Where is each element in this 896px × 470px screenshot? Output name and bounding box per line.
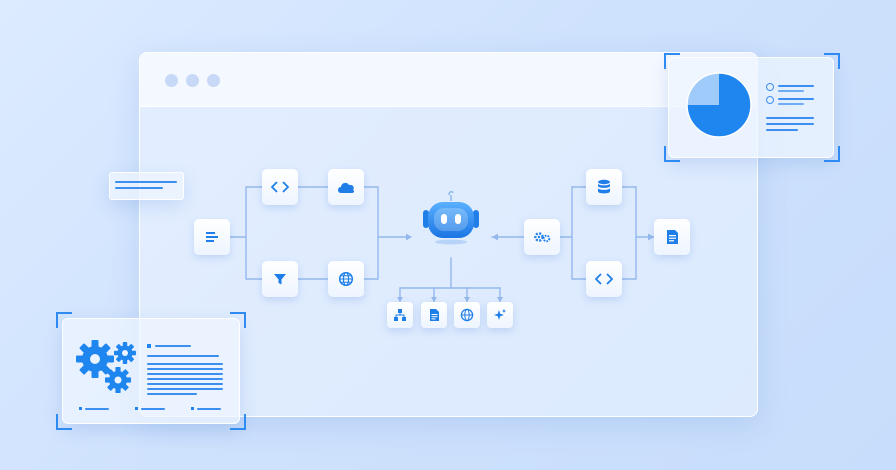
legend-line (778, 90, 804, 92)
globe-output-node[interactable] (454, 302, 480, 328)
text-snippet-card (109, 172, 184, 200)
frame-corner (824, 53, 840, 69)
pie-outline (686, 72, 752, 138)
robot-icon (423, 190, 479, 245)
text-line (115, 187, 163, 189)
globe-icon (338, 271, 354, 287)
filter-icon (274, 274, 286, 285)
sparkle-node[interactable] (487, 302, 513, 328)
frame-corner (824, 146, 840, 162)
text-line (147, 355, 219, 357)
frame-corner (230, 414, 246, 430)
document-icon (666, 230, 678, 244)
frame-corner (664, 53, 680, 69)
code-node-left[interactable] (262, 169, 298, 205)
text-line (147, 393, 197, 395)
legend-marker (766, 96, 774, 104)
gears-icon (76, 340, 136, 393)
legend-line (778, 98, 814, 100)
document-output-node[interactable] (421, 302, 447, 328)
robot-assistant[interactable] (419, 190, 483, 256)
frame-corner (56, 312, 72, 328)
text-line (147, 373, 223, 375)
frame-corner (230, 312, 246, 328)
bullet (191, 407, 194, 410)
bullet (135, 407, 138, 410)
bullet (147, 344, 151, 348)
frame-corner (56, 414, 72, 430)
text-line (147, 383, 223, 385)
code-icon (595, 273, 613, 285)
pie-chart-card (668, 57, 834, 158)
gears-icon (534, 232, 551, 243)
sitemap-node[interactable] (387, 302, 413, 328)
pie-chart (686, 72, 752, 138)
frame-corner (664, 146, 680, 162)
sitemap-icon (394, 309, 406, 321)
database-node[interactable] (586, 169, 622, 205)
window-titlebar (140, 53, 757, 107)
legend-line (778, 85, 814, 87)
text-line (85, 408, 109, 410)
pie-slice-main (687, 73, 751, 137)
code-node-right[interactable] (586, 261, 622, 297)
text-line (147, 378, 223, 380)
code-icon (271, 181, 289, 193)
cloud-icon (338, 182, 355, 193)
window-dot (207, 74, 220, 87)
globe-icon (460, 308, 474, 322)
window-dot (186, 74, 199, 87)
text-line (766, 129, 798, 131)
window-dot (165, 74, 178, 87)
document-icon (429, 309, 439, 321)
gears-node[interactable] (524, 219, 560, 255)
bullet (79, 407, 82, 410)
globe-node-left[interactable] (328, 261, 364, 297)
legend-line (778, 103, 804, 105)
filter-node[interactable] (262, 261, 298, 297)
text-line (147, 368, 223, 370)
text-line (766, 117, 814, 119)
legend-marker (766, 83, 774, 91)
text-lines-node[interactable] (194, 219, 230, 255)
text-line (147, 363, 223, 365)
text-line (147, 388, 223, 390)
text-line (766, 123, 814, 125)
sparkle-icon (494, 309, 506, 320)
gears-card (62, 318, 240, 424)
text-line (197, 408, 221, 410)
text-line (141, 408, 165, 410)
text-line (155, 345, 191, 347)
cloud-node[interactable] (328, 169, 364, 205)
text-line (115, 181, 177, 183)
database-icon (598, 179, 610, 194)
document-node[interactable] (654, 219, 690, 255)
text-lines-icon (206, 232, 218, 242)
